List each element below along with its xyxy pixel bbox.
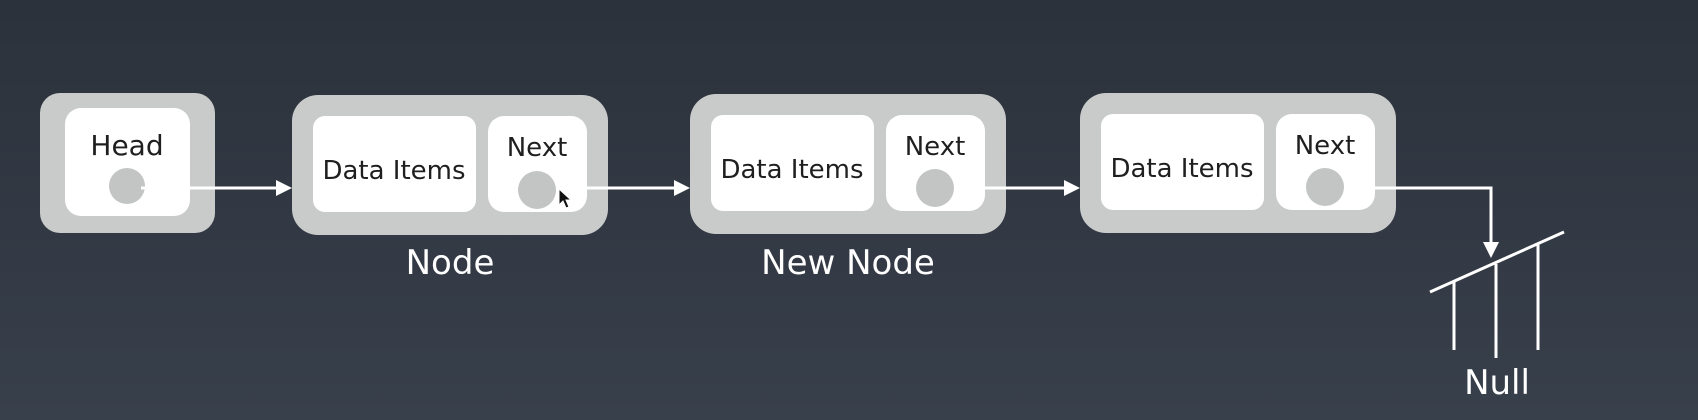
node-3-data-cell [1101,114,1264,210]
arrow-node-1-to-node-2 [556,180,690,196]
node-1-caption: Node [406,243,495,283]
node-3: Data Items Next [1080,93,1396,233]
node-3-data-label: Data Items [1110,154,1253,184]
node-1-data-cell [313,116,476,212]
node-2: Data Items Next New Node [690,94,1006,283]
null-ground-symbol [1429,230,1565,358]
node-3-pointer-circle [1306,168,1344,206]
node-2-caption: New Node [761,243,935,283]
node-1-next-label: Next [507,133,568,163]
head-label: Head [90,129,163,162]
node-2-next-label: Next [905,132,966,162]
node-3-next-label: Next [1295,131,1356,161]
head-pointer-circle [109,168,145,204]
arrow-node-2-to-node-3 [954,180,1080,196]
head-box: Head [40,93,215,233]
node-1-pointer-circle [518,171,556,209]
arrow-node-3-to-null [1344,186,1499,258]
null-label: Null [1464,363,1530,403]
node-1: Data Items Next Node [292,95,608,283]
arrow-head-to-node-1 [141,180,292,196]
node-3-next-cell [1276,114,1375,210]
node-2-pointer-circle [916,169,954,207]
node-1-data-label: Data Items [322,156,465,186]
node-2-data-label: Data Items [720,155,863,185]
mouse-cursor-icon [558,187,573,209]
node-2-data-cell [711,115,874,211]
